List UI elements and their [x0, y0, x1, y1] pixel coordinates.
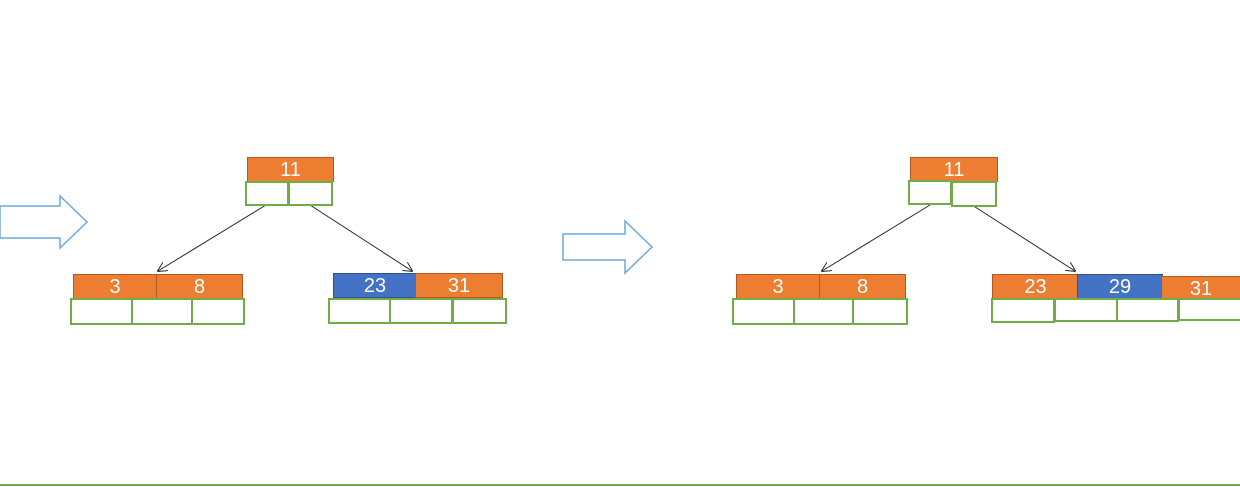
bottom-divider-line: [0, 484, 1240, 486]
pointer-slot: [1054, 298, 1118, 322]
edge-before-root-to-right: [309, 204, 412, 271]
pointer-slot: [288, 181, 333, 206]
after-root-key: 11: [910, 157, 998, 182]
transition-arrow-middle: [562, 219, 654, 275]
pointer-slot: [245, 181, 289, 206]
pointer-slot: [991, 298, 1055, 323]
after-right-key-3: 31: [1161, 276, 1240, 301]
pointer-slot: [452, 298, 507, 324]
pointer-slot: [1178, 298, 1240, 321]
after-left-key-1: 3: [736, 274, 820, 299]
before-right-key-1-highlighted: 23: [333, 273, 417, 298]
edge-after-root-to-left: [822, 204, 931, 271]
pointer-slot: [793, 298, 855, 325]
pointer-slot: [389, 298, 453, 324]
pointer-slot: [1116, 298, 1179, 322]
pointer-slot: [191, 298, 245, 325]
edge-after-root-to-right: [971, 204, 1075, 271]
before-left-key-1: 3: [73, 274, 157, 299]
before-left-key-2: 8: [156, 274, 243, 299]
pointer-slot: [328, 298, 391, 324]
pointer-slot: [908, 180, 952, 205]
pointer-slot: [70, 298, 133, 325]
before-right-key-2: 31: [415, 273, 503, 298]
after-right-key-1: 23: [992, 274, 1079, 299]
pointer-slot: [852, 298, 908, 325]
after-left-key-2: 8: [819, 274, 906, 299]
before-root-key: 11: [247, 157, 334, 182]
edge-before-root-to-left: [158, 204, 267, 271]
pointer-slot: [131, 298, 194, 325]
transition-arrow-left: [0, 194, 89, 250]
pointer-slot: [951, 181, 997, 207]
after-right-key-2-highlighted: 29: [1077, 274, 1163, 299]
pointer-slot: [732, 298, 795, 325]
